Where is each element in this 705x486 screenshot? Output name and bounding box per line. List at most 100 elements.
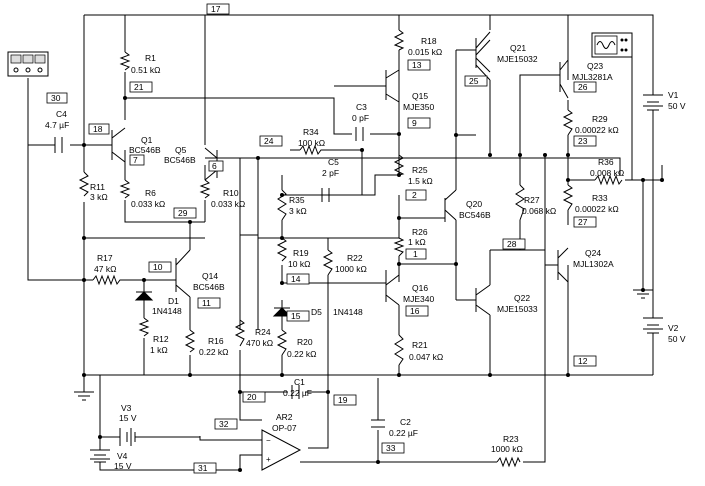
label-r35-ref: R35 (289, 195, 305, 205)
label-c2-ref: C2 (400, 417, 411, 427)
label-v1-ref: V1 (668, 90, 679, 100)
label-v2-ref: V2 (668, 323, 679, 333)
label-r29-value: 0.00022 kΩ (575, 125, 619, 135)
label-r33-value: 0.00022 kΩ (575, 204, 619, 214)
node-label: 15 (286, 310, 310, 322)
node-label: 1 (405, 248, 427, 260)
resistor-r1 (119, 51, 131, 71)
resistor-r24 (234, 319, 246, 347)
label-r24-ref: R24 (255, 327, 271, 337)
label-r11-value: 3 kΩ (90, 192, 108, 202)
svg-text:21: 21 (134, 82, 144, 92)
resistor-r10 (199, 179, 211, 199)
resistor-r19 (276, 237, 288, 262)
resistor-r21 (394, 334, 404, 366)
label-q22-value: MJE15033 (497, 304, 538, 314)
label-q20-ref: Q20 (466, 199, 482, 209)
transistor-q23 (559, 59, 569, 99)
label-c1-value: 0.22 µF (283, 388, 312, 398)
svg-text:26: 26 (578, 82, 588, 92)
label-r34-ref: R34 (303, 127, 319, 137)
svg-text:31: 31 (198, 463, 208, 473)
label-q21-value: MJE15032 (497, 54, 538, 64)
label-r19-ref: R19 (293, 248, 309, 258)
label-r36-ref: R36 (598, 157, 614, 167)
svg-text:11: 11 (202, 298, 211, 308)
label-c4-ref: C4 (56, 109, 67, 119)
capacitor-c1 (291, 385, 300, 399)
resistor-r23 (496, 456, 521, 468)
node-label: 18 (88, 123, 110, 135)
label-r21-value: 0.047 kΩ (409, 352, 443, 362)
svg-text:+: + (266, 455, 271, 464)
node-label: 30 (46, 92, 68, 104)
label-q16-value: MJE340 (403, 294, 434, 304)
battery-v4 (90, 449, 110, 463)
label-q21-ref: Q21 (510, 43, 526, 53)
label-r24-value: 470 kΩ (246, 338, 273, 348)
junctions (82, 96, 664, 472)
label-c4-value: 4.7 µF (45, 120, 69, 130)
label-r22-value: 1000 kΩ (335, 264, 367, 274)
diode-d1 (134, 291, 154, 301)
transistor-q1 (104, 127, 126, 163)
node-label: 14 (286, 273, 310, 285)
svg-text:25: 25 (469, 76, 479, 86)
label-r36-value: 0.008 kΩ (590, 168, 624, 178)
label-r21-ref: R21 (412, 340, 428, 350)
svg-text:7: 7 (133, 155, 138, 165)
label-r1-ref: R1 (145, 53, 156, 63)
resistor-r34 (299, 144, 325, 156)
svg-text:30: 30 (51, 93, 61, 103)
label-r20-value: 0.22 kΩ (287, 349, 317, 359)
node-label: 27 (573, 216, 597, 228)
label-q20-value: BC546B (459, 210, 491, 220)
label-c5-ref: C5 (328, 157, 339, 167)
label-r10-value: 0.033 kΩ (211, 199, 245, 209)
node-label: 9 (407, 117, 431, 129)
resistor-r25 (393, 154, 405, 176)
node-label: 24 (259, 135, 283, 147)
label-ar2-ref: AR2 (276, 412, 293, 422)
signal-generator-icon[interactable] (7, 51, 49, 77)
label-r26-value: 1 kΩ (408, 237, 426, 247)
label-ar2-value: OP-07 (272, 423, 297, 433)
label-c3-ref: C3 (356, 102, 367, 112)
label-r23-value: 1000 kΩ (491, 444, 523, 454)
label-c3-value: 0 pF (352, 113, 369, 123)
label-d5-value: 1N4148 (333, 307, 363, 317)
label-r6-value: 0.033 kΩ (131, 199, 165, 209)
label-r19-value: 10 kΩ (288, 259, 310, 269)
label-r16-ref: R16 (208, 336, 224, 346)
node-label: 2 (405, 189, 427, 201)
transistor-q24 (557, 247, 569, 283)
capacitor-c3 (355, 127, 364, 141)
label-r27-ref: R27 (524, 195, 540, 205)
node-label: 33 (381, 442, 405, 454)
label-q14-ref: Q14 (202, 271, 218, 281)
label-v4-ref: V4 (117, 451, 128, 461)
label-q5-ref: Q5 (175, 145, 187, 155)
resistor-r20 (276, 329, 288, 356)
node-label: 26 (573, 81, 597, 93)
label-q1-value: BC546B (129, 145, 161, 155)
label-r17-ref: R17 (97, 253, 113, 263)
label-q1-ref: Q1 (141, 135, 153, 145)
node-label: 11 (197, 297, 221, 309)
resistor-r12 (138, 317, 150, 337)
node-label: 16 (405, 305, 429, 317)
resistor-r18 (393, 29, 405, 51)
label-r18-value: 0.015 kΩ (408, 47, 442, 57)
oscilloscope-icon[interactable] (591, 32, 633, 58)
resistor-r22 (322, 249, 334, 276)
battery-v1 (643, 94, 663, 111)
node-label: 29 (173, 207, 197, 219)
label-r17-value: 47 kΩ (94, 264, 116, 274)
transistor-q21 (456, 31, 491, 73)
resistor-r26 (393, 237, 405, 257)
label-r26-ref: R26 (412, 227, 428, 237)
svg-text:16: 16 (410, 306, 420, 316)
node-label: 31 (193, 462, 217, 474)
diode-d5 (272, 307, 292, 317)
